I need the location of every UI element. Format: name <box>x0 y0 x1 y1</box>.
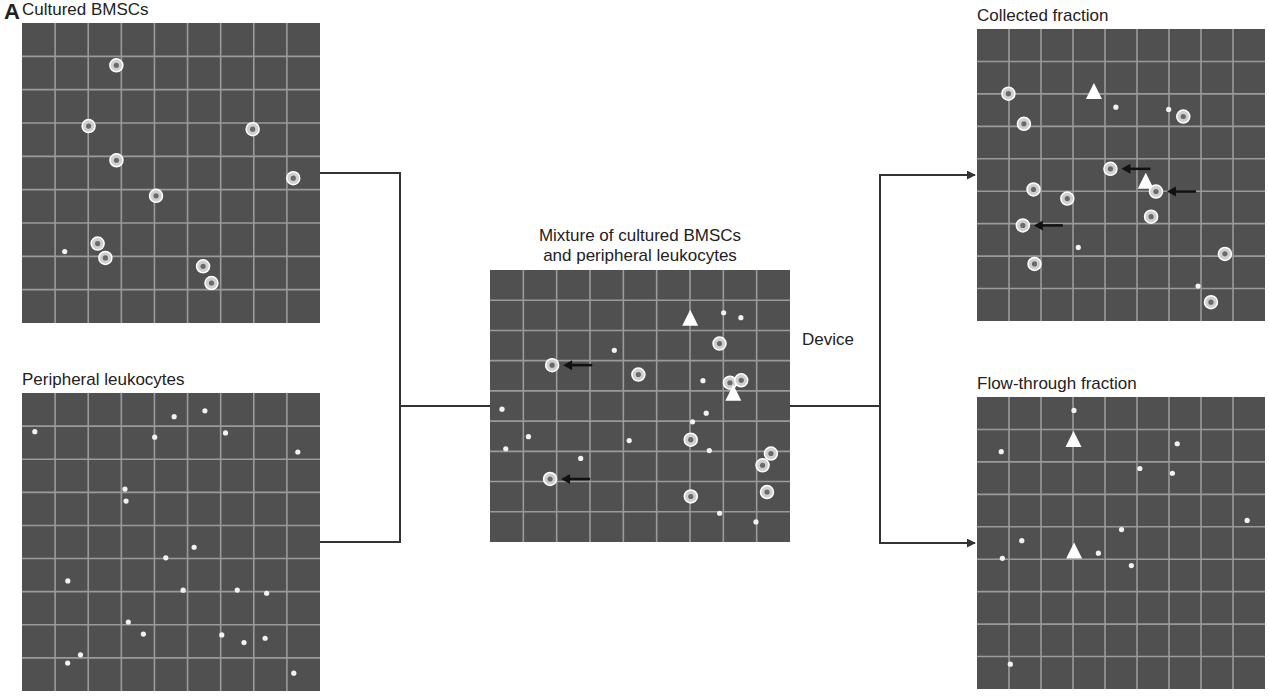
panel-heading: Cultured BMSCs <box>22 0 320 20</box>
micrograph-panel: Peripheral leukocytes <box>22 370 320 691</box>
micrograph <box>22 393 320 691</box>
micrograph-panel: Flow-through fraction <box>977 374 1265 689</box>
panel-letter: A <box>4 0 20 24</box>
panel-heading: Collected fraction <box>977 6 1265 26</box>
micrograph-panel: Mixture of cultured BMSCs and peripheral… <box>490 226 790 542</box>
panel-heading: Flow-through fraction <box>977 374 1265 394</box>
connector <box>790 175 975 406</box>
process-label: Device <box>800 330 856 350</box>
panel-heading: Mixture of cultured BMSCs and peripheral… <box>524 226 756 266</box>
micrograph <box>977 397 1265 689</box>
micrograph <box>977 29 1265 321</box>
micrograph-panel: Cultured BMSCs <box>22 0 320 323</box>
connector <box>320 406 490 542</box>
connector <box>320 173 490 406</box>
micrograph-panel: Collected fraction <box>977 6 1265 321</box>
connector <box>790 406 975 543</box>
panel-heading: Peripheral leukocytes <box>22 370 320 390</box>
micrograph <box>490 270 790 542</box>
micrograph <box>22 23 320 323</box>
